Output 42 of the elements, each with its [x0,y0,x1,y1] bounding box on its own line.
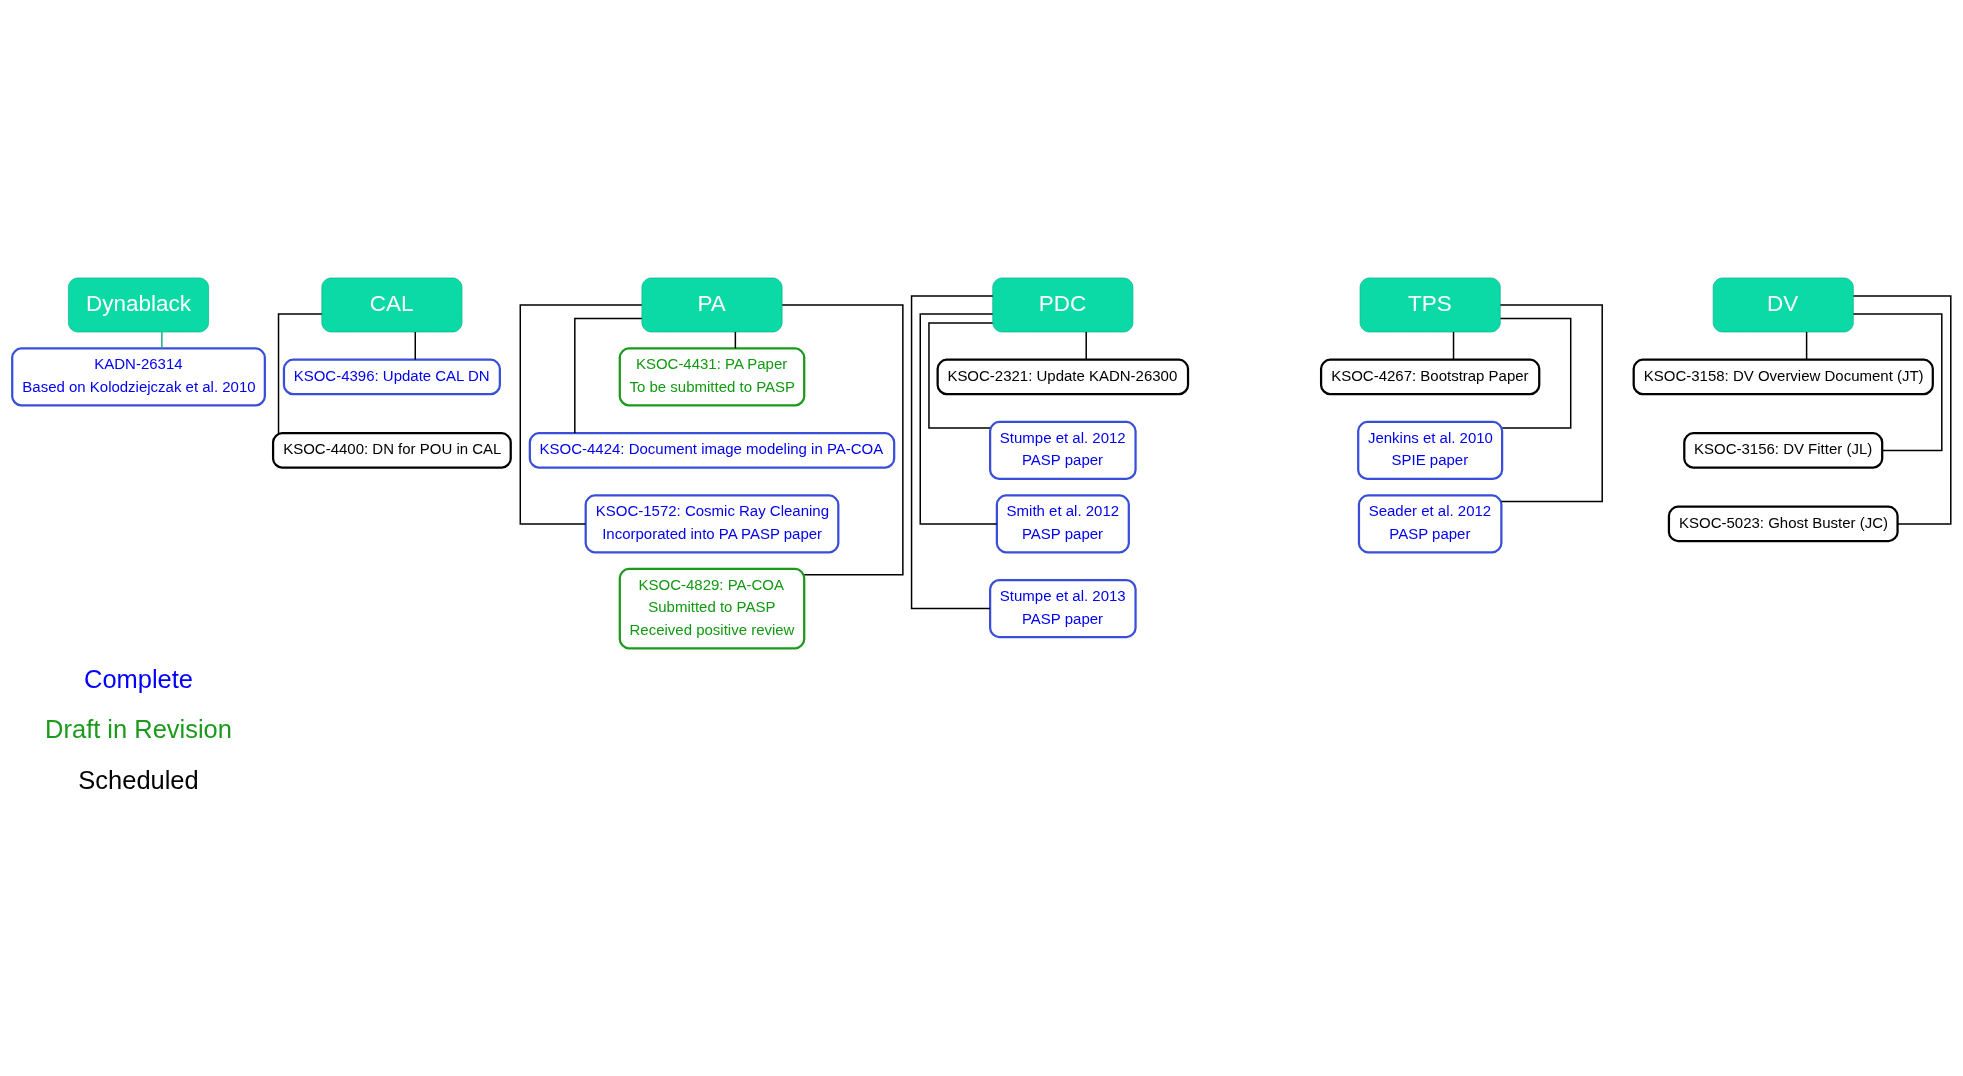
connector [414,330,416,360]
connector [277,312,323,434]
connector [928,321,994,429]
node-box: KSOC-3158: DV Overview Document (JT) [1632,358,1934,395]
node-box: CAL [321,277,463,332]
legend-label: Scheduled [78,765,199,794]
connector [1499,303,1603,502]
node-box: KSOC-4267: Bootstrap Paper [1319,358,1541,395]
connector [910,294,994,609]
legend-label: Draft in Revision [45,714,232,743]
legend-label: Complete [84,664,194,693]
node-box: PDC [992,277,1134,332]
connector [161,330,163,349]
connector [919,312,998,525]
node-box: KSOC-1572: Cosmic Ray Cleaning Incorporated into PA PASP paper [584,493,840,553]
node-box: KADN-26314 Based on Kolodziejczak et al. 2010 [11,346,266,407]
node-box: KSOC-4431: PA Paper To be submitted to PASP [618,346,806,407]
connector [519,303,643,525]
node-box: KSOC-4829: PA-COA Submitted to PASP Received positive review [618,567,806,649]
connector [1852,312,1943,451]
node-box: DV [1712,277,1854,332]
connector [574,317,643,434]
node-box: TPS [1359,277,1501,332]
connector [1085,330,1087,360]
connector [781,303,904,576]
node-box: Dynablack [68,277,209,332]
node-box: PA [641,277,783,332]
connector [1499,317,1572,429]
node-box: Stumpe et al. 2012 PASP paper [989,420,1137,480]
node-box: KSOC-3156: DV Fitter (JL) [1683,431,1884,469]
node-box: KSOC-4424: Document image modeling in PA-COA [528,431,896,469]
node-box: Stumpe et al. 2013 PASP paper [989,578,1137,638]
node-box: Seader et al. 2012 PASP paper [1357,493,1503,553]
node-box: KSOC-2321: Update KADN-26300 [936,358,1190,395]
node-box: Jenkins et al. 2010 SPIE paper [1357,420,1504,480]
connector [1805,330,1808,360]
node-box: Smith et al. 2012 PASP paper [995,493,1130,553]
node-box: KSOC-5023: Ghost Buster (JC) [1667,505,1899,542]
connector [1852,294,1952,525]
node-box: KSOC-4396: Update CAL DN [282,358,501,395]
node-box: KSOC-4400: DN for POU in CAL [271,431,512,469]
connector [1452,330,1455,360]
